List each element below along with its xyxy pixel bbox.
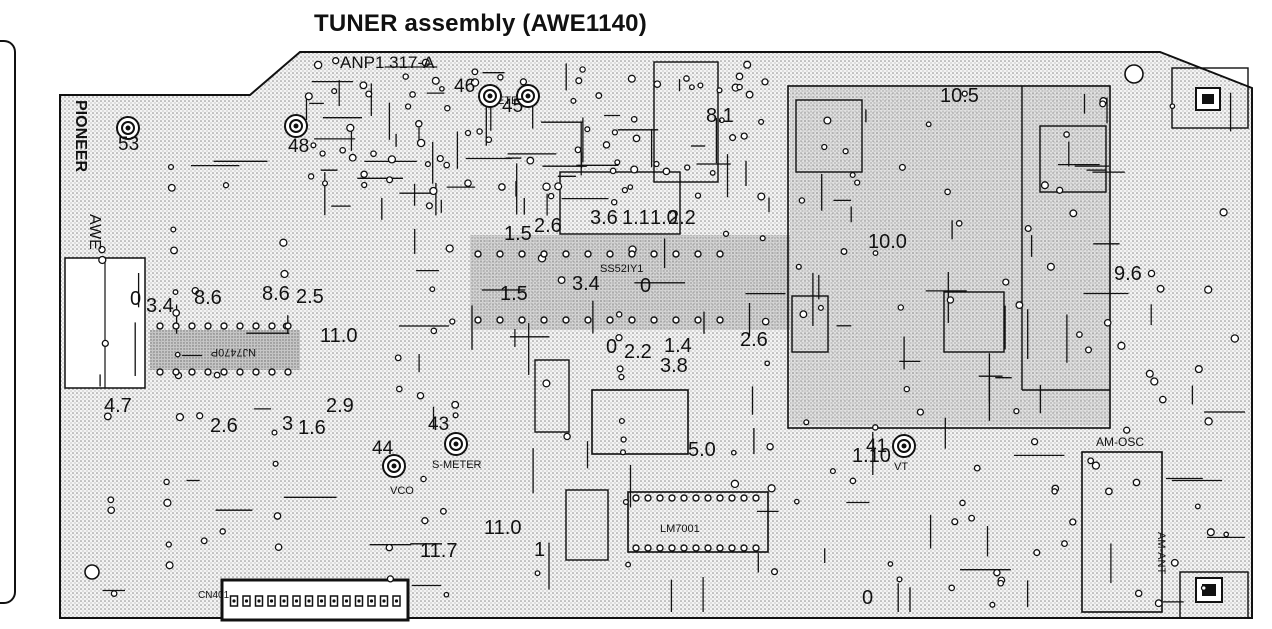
ic1-area-shade: [150, 330, 300, 370]
voltage-v35: 1: [534, 539, 545, 561]
diagram-title: TUNER assembly (AWE1140): [314, 10, 647, 37]
test-point-label-41: 41: [866, 436, 887, 457]
rf-area-shade: [790, 85, 1110, 425]
voltage-v11: 2.9: [326, 395, 354, 417]
coil-l405: [791, 295, 829, 353]
ic-label-ss52iy1: SS52IY1: [600, 263, 643, 275]
coil-l404: [943, 291, 1005, 353]
mounting-hole-top-right: [1124, 64, 1144, 84]
s-meter-label: S-METER: [432, 459, 482, 471]
filter-box: [653, 61, 719, 183]
voltage-v24: 3.8: [660, 355, 688, 377]
voltage-v29: 9.6: [1114, 263, 1142, 285]
test-point-label-48: 48: [288, 136, 309, 157]
am-osc-label: AM-OSC: [1096, 435, 1144, 449]
ic-block-center: [591, 389, 689, 455]
am-osc-box: [1081, 451, 1163, 613]
voltage-v27: 10.5: [940, 85, 979, 107]
voltage-v4: 8.6: [262, 283, 290, 305]
voltage-v3: 8.6: [194, 287, 222, 309]
voltage-v7: 4.7: [104, 395, 132, 417]
assembly-code-label: AWE: [86, 214, 103, 250]
test-point-label-45: 45: [502, 96, 523, 117]
voltage-v26: 8.1: [706, 105, 734, 127]
coil-l401: [1039, 125, 1107, 193]
voltage-v9: 3: [282, 413, 293, 435]
page-binding-rail: [0, 40, 16, 604]
ic-lm7001-outline: [627, 491, 769, 553]
test-point-53: 53: [116, 116, 140, 155]
test-point-41: 41: [866, 434, 916, 458]
voltage-v34: 0: [862, 587, 873, 609]
voltage-v31: 1.10: [852, 445, 891, 467]
voltage-v16: 1.0: [650, 207, 678, 229]
mounting-hole-bottom-left: [84, 564, 100, 580]
test-point-label-44: 44: [372, 438, 394, 459]
voltage-v32: 11.0: [484, 517, 521, 539]
voltage-v30: 5.0: [688, 439, 716, 461]
voltage-v8: 2.6: [210, 415, 238, 437]
voltage-v12: 1.5: [504, 223, 532, 245]
voltage-v20: 1.5: [500, 283, 528, 305]
test-point-label-53: 53: [118, 134, 139, 155]
voltage-v19: 0: [640, 275, 651, 297]
voltage-v14: 3.6: [590, 207, 618, 229]
ic-block-upper: [559, 171, 681, 235]
voltage-v28: 10.0: [868, 231, 907, 253]
voltage-v1: 0: [130, 288, 141, 310]
voltage-v25: 2.6: [740, 329, 768, 351]
voltage-v18: 3.4: [572, 273, 600, 295]
voltage-v10: 1.6: [298, 417, 326, 439]
pcb-traces: [99, 63, 1245, 612]
voltage-v23: 1.4: [664, 335, 692, 357]
test-point-label-43: 43: [428, 414, 449, 435]
voltage-v6: 11.0: [320, 325, 357, 347]
connector-label-cn401: CN401: [198, 590, 230, 601]
voltage-v33: 11.7: [420, 540, 457, 562]
brand-label: PIONEER: [72, 100, 89, 172]
x401-box: [565, 489, 609, 561]
voltage-v13: 2.6: [534, 215, 562, 237]
am-ant-label: AM-ANT: [1155, 532, 1167, 574]
test-points: 53 48 46 45 43 44 41: [116, 76, 916, 478]
voltage-v5: 2.5: [296, 286, 324, 308]
connector-box-bottom-right: [1179, 571, 1249, 619]
board-part-number: ANP1 317-A: [340, 53, 435, 72]
test-point-46: 46: [454, 76, 502, 108]
rf-shield-box: [787, 85, 1111, 429]
test-point-48: 48: [284, 114, 309, 157]
test-point-44: 44: [372, 438, 406, 478]
test-point-43: 43: [428, 414, 468, 456]
vco-label: VCO: [390, 485, 414, 497]
test-point-label-46: 46: [454, 76, 475, 97]
test-point-45: 45: [502, 84, 540, 117]
connector-box-top-right: [1171, 67, 1249, 129]
voltage-v2: 3.4: [146, 295, 174, 317]
k431-box: [534, 359, 570, 433]
ic-label-nj7470p: NJ7470P: [211, 346, 256, 358]
coil-t402: [795, 99, 863, 173]
voltage-v21: 0: [606, 336, 617, 358]
ic-label-lm7001: LM7001: [660, 523, 700, 535]
connector-pins: [229, 595, 401, 607]
voltage-v22: 2.2: [624, 341, 652, 363]
connector-cn401: [220, 578, 410, 622]
vt-label: VT: [894, 461, 908, 473]
voltage-v17: 2.2: [668, 207, 696, 229]
voltage-v15: 1.1: [622, 207, 650, 229]
